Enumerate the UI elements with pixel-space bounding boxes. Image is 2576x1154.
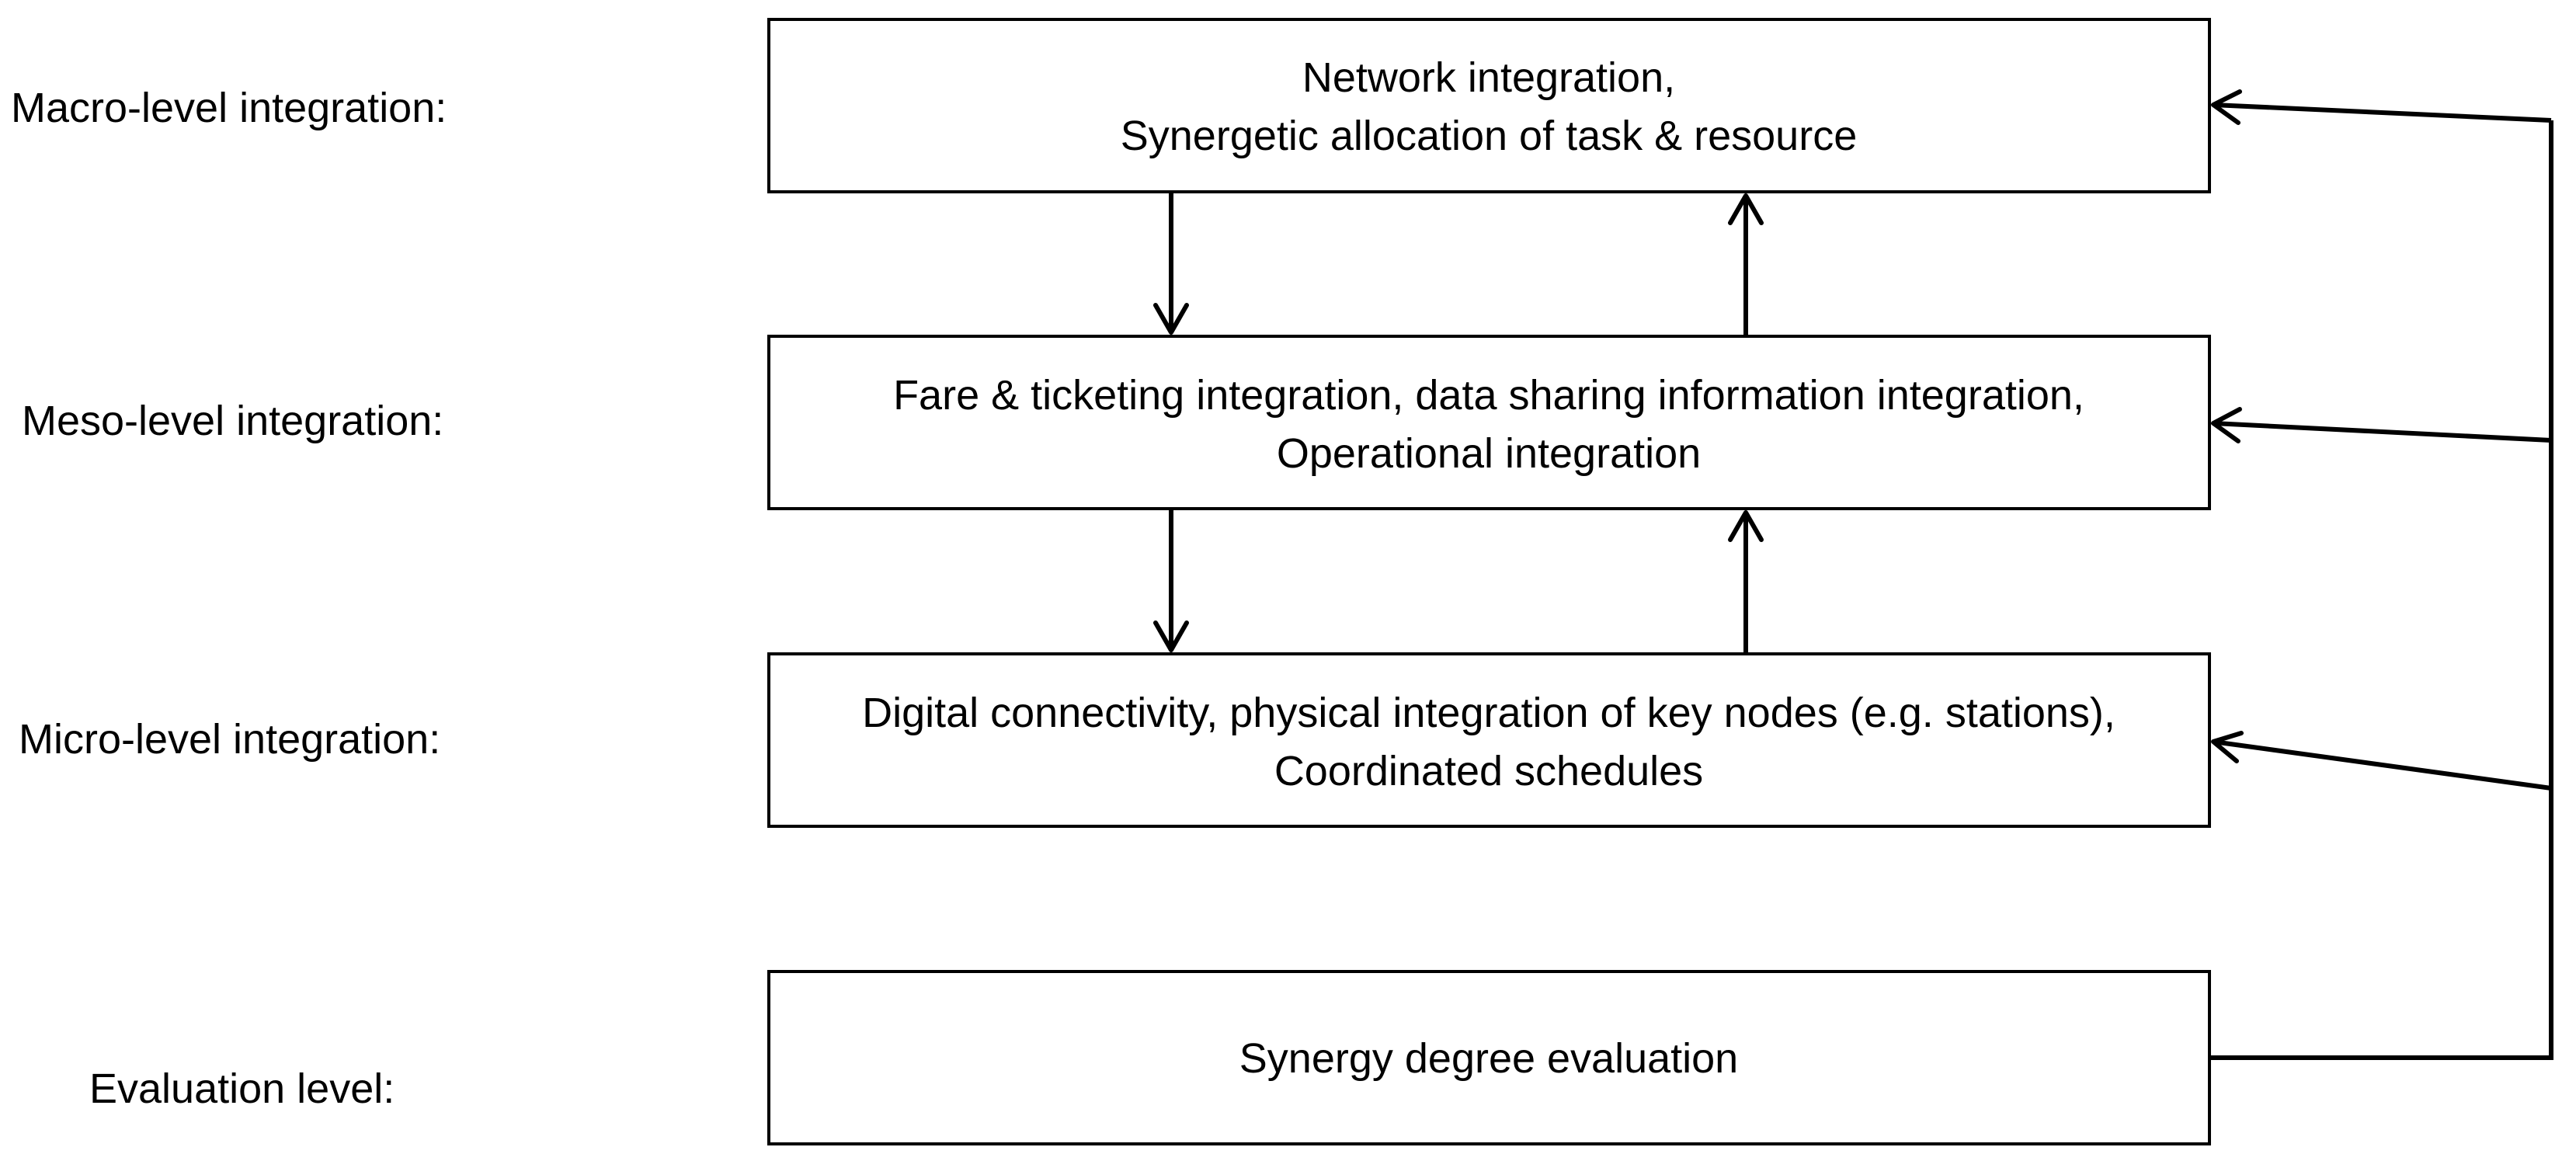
arrow-meso-to-macro [1728, 193, 1764, 336]
macro-box-line-1: Network integration, [1302, 54, 1675, 101]
micro-level-label: Micro-level integration: [19, 716, 440, 763]
arrow-micro-to-meso [1728, 510, 1764, 654]
macro-level-box: Network integration, Synergetic allocati… [767, 18, 2211, 193]
micro-level-box: Digital connectivity, physical integrati… [767, 652, 2211, 828]
evaluation-box-line-1: Synergy degree evaluation [1239, 1035, 1738, 1082]
arrow-meso-to-micro [1153, 509, 1189, 652]
micro-box-line-2: Coordinated schedules [1274, 748, 1703, 794]
arrow-macro-to-meso [1153, 192, 1189, 335]
feedback-loop [2209, 89, 2553, 1060]
macro-level-label: Macro-level integration: [11, 85, 447, 131]
meso-box-line-2: Operational integration [1277, 430, 1701, 477]
evaluation-level-box: Synergy degree evaluation [767, 970, 2211, 1145]
meso-box-line-1: Fare & ticketing integration, data shari… [893, 372, 2084, 419]
evaluation-level-label: Evaluation level: [89, 1065, 395, 1112]
meso-level-box: Fare & ticketing integration, data shari… [767, 335, 2211, 510]
meso-level-label: Meso-level integration: [22, 398, 443, 444]
macro-box-line-2: Synergetic allocation of task & resource [1121, 113, 1857, 159]
micro-box-line-1: Digital connectivity, physical integrati… [862, 690, 2115, 736]
